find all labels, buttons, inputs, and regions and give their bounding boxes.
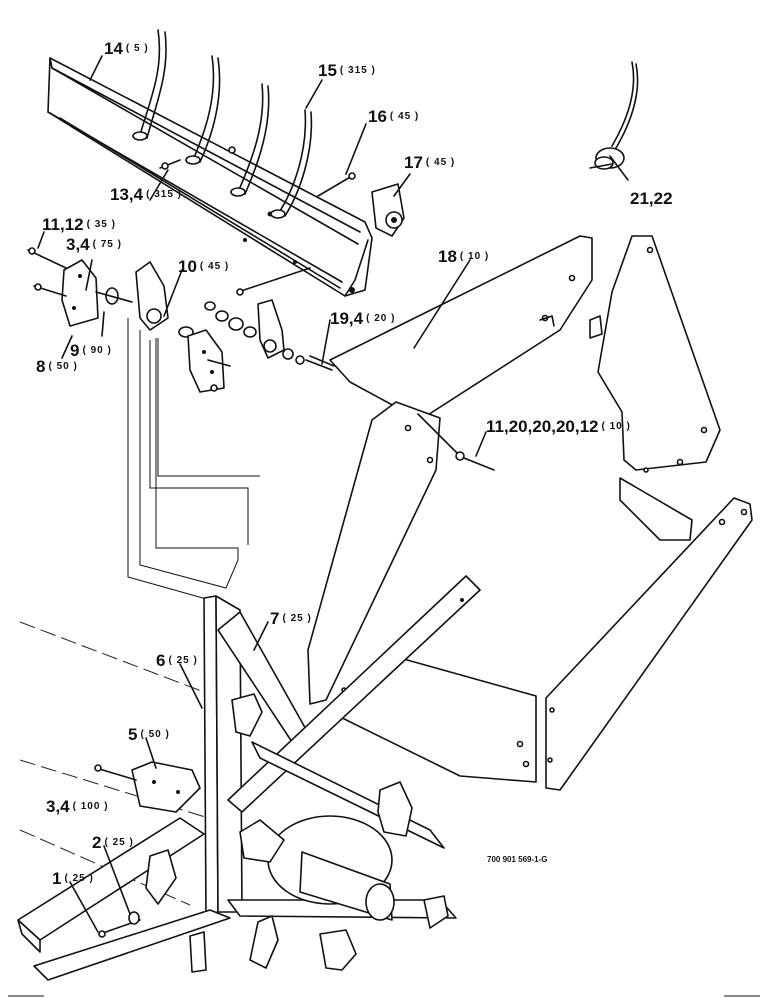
spring-tine [589,61,639,170]
callout-quantity: ( 315 ) [340,65,376,76]
callout-number: 17 [404,153,423,172]
callout-leaders [37,55,629,933]
callout-quantity: ( 25 ) [104,837,133,848]
callout-15: 15( 315 ) [318,61,376,80]
assembly-leader-paths [127,318,260,601]
callout-1: 1( 25 ) [52,869,94,888]
hub-hardware [204,299,335,371]
bracket-5 [94,761,201,938]
callout-6: 6( 25 ) [156,651,198,670]
spider-frame [17,575,481,981]
callout-14: 14( 5 ) [104,39,149,58]
callout-quantity: ( 35 ) [87,219,116,230]
callout-number: 11,20,20,20,12 [486,417,599,436]
callout-quantity: ( 90 ) [82,345,111,356]
callout-quantity: ( 25 ) [168,655,197,666]
bearing-clamp [371,183,405,237]
callout-number: 1 [52,869,61,888]
drawing-reference: 700 901 569-1-G [487,855,548,864]
callout-quantity: ( 45 ) [426,157,455,168]
callout-quantity: ( 20 ) [366,313,395,324]
callout-5: 5( 50 ) [128,725,170,744]
callout-labels: 14( 5 )15( 315 )16( 45 )17( 45 )13,4( 31… [36,39,673,888]
callout-quantity: ( 100 ) [73,801,109,812]
callout-quantity: ( 75 ) [93,239,122,250]
callout-number: 11,12 [42,215,84,234]
callout-number: 14 [104,39,123,58]
panel-right-upper [597,235,721,473]
callout-8: 8( 50 ) [36,357,78,376]
panel-right-lower [545,477,753,791]
callout-11a: 11,12( 35 ) [42,215,116,234]
callout-3b: 3,4( 100 ) [46,797,109,816]
callout-number: 10 [178,257,197,276]
callout-19: 19,4( 20 ) [330,309,395,328]
callout-number: 5 [128,725,137,744]
callout-quantity: ( 45 ) [200,261,229,272]
callout-quantity: ( 25 ) [64,873,93,884]
callout-10: 10( 45 ) [178,257,229,276]
callout-quantity: ( 315 ) [146,189,182,200]
panel-middle [307,401,495,705]
callout-number: 21,22 [630,189,673,208]
callout-number: 18 [438,247,457,266]
reel-bar-assembly [47,29,373,297]
callout-18: 18( 10 ) [438,247,489,266]
callout-quantity: ( 50 ) [140,729,169,740]
callout-16: 16( 45 ) [368,107,419,126]
callout-3a: 3,4( 75 ) [66,235,122,254]
callout-quantity: ( 50 ) [48,361,77,372]
callout-quantity: ( 10 ) [460,251,489,262]
callout-9: 9( 90 ) [70,341,112,360]
callout-21: 21,22 [630,189,673,208]
callout-number: 16 [368,107,387,126]
callout-17: 17( 45 ) [404,153,455,172]
callout-number: 9 [70,341,79,360]
callout-quantity: ( 5 ) [126,43,149,54]
callout-quantity: ( 45 ) [390,111,419,122]
callout-quantity: ( 10 ) [602,421,631,432]
callout-number: 15 [318,61,337,80]
callout-11b: 11,20,20,20,12( 10 ) [486,417,631,436]
callout-number: 3,4 [46,797,70,816]
callout-number: 7 [270,609,279,628]
callout-7: 7( 25 ) [270,609,312,628]
callout-number: 19,4 [330,309,364,328]
callout-number: 13,4 [110,185,144,204]
callout-number: 2 [92,833,101,852]
callout-13: 13,4( 315 ) [110,185,182,204]
callout-number: 6 [156,651,165,670]
callout-quantity: ( 25 ) [282,613,311,624]
callout-number: 8 [36,357,45,376]
callout-number: 3,4 [66,235,90,254]
panel-triangle [325,657,537,783]
callout-2: 2( 25 ) [92,833,134,852]
panel-upper [329,235,603,421]
